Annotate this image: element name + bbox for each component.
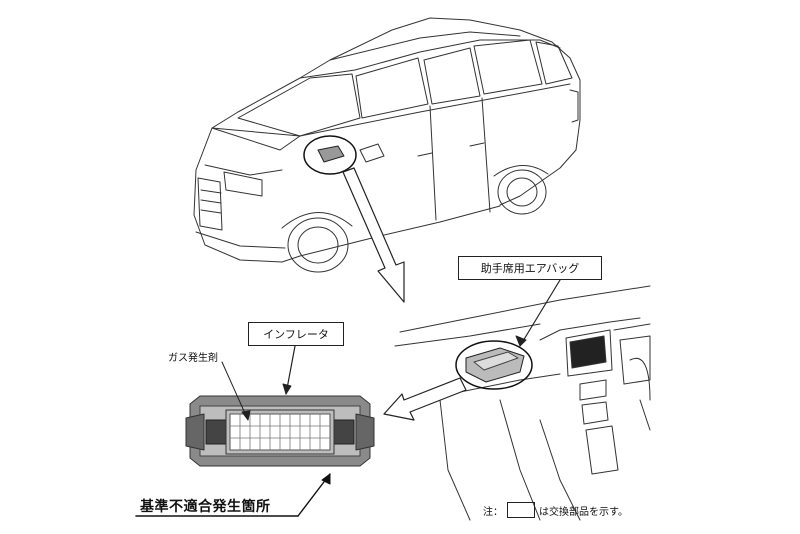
defect-location-label: 基準不適合発生箇所 bbox=[140, 499, 271, 515]
airbag-label: 助手席用エアバッグ bbox=[458, 256, 602, 280]
gas-leader-line bbox=[221, 361, 249, 421]
note-prefix: 注： bbox=[483, 506, 503, 518]
inflator-label: インフレータ bbox=[248, 322, 344, 346]
airbag-leader-line bbox=[519, 279, 561, 347]
inflator-illustration bbox=[185, 395, 375, 467]
airbag-label-text: 助手席用エアバッグ bbox=[480, 262, 580, 275]
van-illustration bbox=[193, 17, 581, 273]
inflator-label-text: インフレータ bbox=[263, 328, 329, 341]
gas-generant-label: ガス発生剤 bbox=[168, 353, 218, 364]
legend-note: 注： は交換部品を示す。 bbox=[483, 502, 628, 518]
arrow-dashboard-to-inflator bbox=[383, 377, 467, 421]
arrow-van-to-dashboard bbox=[342, 167, 405, 303]
note-sample-box bbox=[507, 502, 535, 518]
van-airbag-callout bbox=[303, 135, 357, 175]
dashboard-illustration bbox=[394, 285, 651, 521]
airbag-module-callout bbox=[455, 340, 533, 390]
note-suffix: は交換部品を示す。 bbox=[539, 506, 628, 518]
